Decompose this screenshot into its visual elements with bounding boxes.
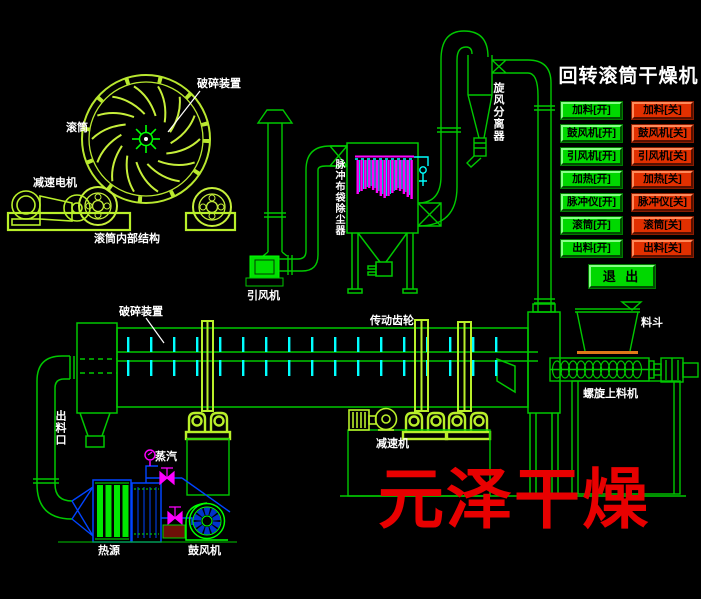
fan-to-baghouse-pipe [279,145,348,275]
screw-spiral [551,360,643,379]
exhaust-stack [256,109,294,257]
baghouse-outlet-pipe [417,30,489,227]
discharge-off-button[interactable]: 出料[关] [632,240,693,257]
drum-cross-section [81,74,211,204]
label-cyclone: 旋风分离器 [492,82,505,142]
steam-valve-icon [159,467,175,486]
blower-on-button[interactable]: 鼓风机[开] [561,125,622,142]
drum-on-button[interactable]: 滚筒[开] [561,217,622,234]
induced-fan-on-button[interactable]: 引风机[开] [561,148,622,165]
feed-on-button[interactable]: 加料[开] [561,102,622,119]
label-discharge-port: 出料口 [54,410,67,446]
support-pier [186,438,230,496]
dryer-drum [69,322,538,448]
crusher-paddles [127,337,498,376]
gear-motor-drawing [6,190,237,232]
label-blower: 鼓风机 [188,544,221,557]
blower-drawing [185,502,228,541]
label-gear-motor: 减速电机 [33,176,77,189]
drain-valve-icon [167,506,183,526]
discharge-pipe [33,355,73,520]
label-drum: 滚筒 [66,121,88,134]
hot-air-cone [71,486,94,537]
label-pulse-bag-filter: 脉冲布袋除尘器 [333,159,344,236]
label-crusher-bottom: 破碎装置 [119,305,163,318]
label-drive-gear: 传动齿轮 [370,314,414,327]
riding-rings [201,319,472,412]
label-induced-fan: 引风机 [247,289,280,302]
heating-off-button[interactable]: 加热[关] [632,171,693,188]
crusher-hub-icon [132,125,160,153]
condensate-box [162,524,186,539]
label-screw-feeder: 螺旋上料机 [583,387,638,400]
induced-fan-off-button[interactable]: 引风机[关] [632,148,693,165]
baghouse-body [346,142,419,294]
exit-button[interactable]: 退 出 [589,265,655,288]
label-heat-source: 热源 [98,544,120,557]
cyclone-drawing [466,55,555,312]
discharge-on-button[interactable]: 出料[开] [561,240,622,257]
hopper-gate [577,351,638,354]
pulse-off-button[interactable]: 脉冲仪[关] [632,194,693,211]
label-crusher-top: 破碎装置 [197,77,241,90]
label-drum-internal: 滚筒内部结构 [94,232,160,245]
steam-piping [145,465,231,525]
pulse-on-button[interactable]: 脉冲仪[开] [561,194,622,211]
blower-off-button[interactable]: 鼓风机[关] [632,125,693,142]
filter-bags [355,155,414,199]
feed-off-button[interactable]: 加料[关] [632,102,693,119]
label-steam: 蒸汽 [155,450,177,463]
leader-lines [145,90,201,344]
drum-off-button[interactable]: 滚筒[关] [632,217,693,234]
drum-flights [91,85,201,193]
label-reducer: 减速机 [376,437,409,450]
pressure-gauge-icon [144,449,156,466]
drive-base [340,429,686,497]
blower-blades [193,507,221,535]
induced-fan-drawing [245,255,284,287]
label-hopper: 料斗 [641,316,663,329]
heating-on-button[interactable]: 加热[开] [561,171,622,188]
hopper-drawing [575,301,643,352]
blower-hub [201,515,213,527]
drive-motor-drawing [348,407,398,431]
pulse-valve-icon [414,156,429,186]
heat-source-drawing [92,479,162,543]
page-title: 回转滚筒干燥机 [558,65,699,87]
